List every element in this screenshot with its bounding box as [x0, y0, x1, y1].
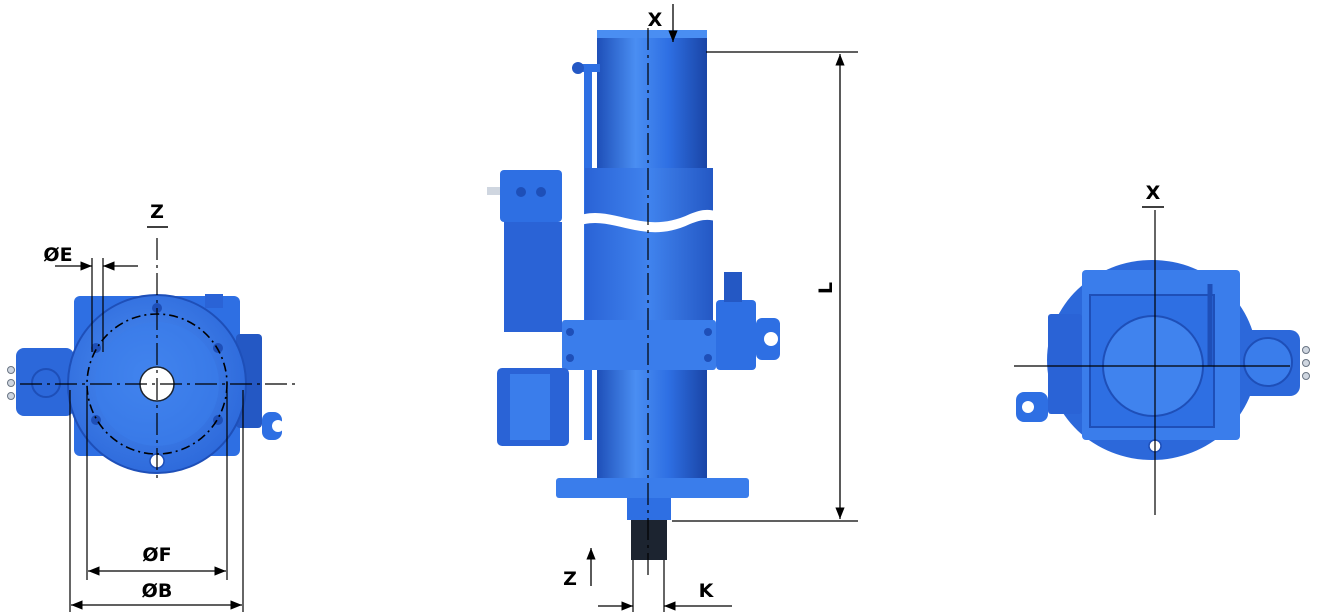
ob-dimension-label: ØB — [142, 580, 173, 602]
valve-block — [716, 300, 756, 370]
break-line — [573, 209, 718, 233]
x-arrow-label: X — [648, 9, 663, 31]
base-flange — [556, 478, 749, 498]
z-view-label: Z — [150, 201, 164, 223]
output-shaft — [631, 520, 667, 560]
bolt-holes — [91, 303, 223, 425]
z-arrow-label: Z — [563, 568, 577, 590]
crossbar — [562, 320, 716, 370]
lower-cylinder — [597, 370, 707, 480]
bottom-view: Z ØE ØF ØB — [7, 201, 296, 612]
right-connector-icon — [1302, 346, 1310, 380]
oe-dimension-label: ØE — [43, 244, 72, 266]
control-box-top — [500, 170, 562, 222]
side-view: X L Z K — [487, 4, 858, 612]
x-view-label: X — [1146, 182, 1161, 204]
left-valve-box — [1048, 314, 1082, 414]
control-box-body — [504, 222, 562, 332]
top-view: X — [1014, 182, 1310, 515]
left-connector-icon — [7, 366, 15, 400]
mid-housing — [585, 168, 713, 320]
top-cylinder — [597, 30, 707, 170]
of-dimension-label: ØF — [142, 544, 171, 566]
l-dimension-label: L — [815, 282, 837, 294]
left-side-box — [16, 348, 74, 416]
k-dimension-label: K — [699, 580, 715, 602]
